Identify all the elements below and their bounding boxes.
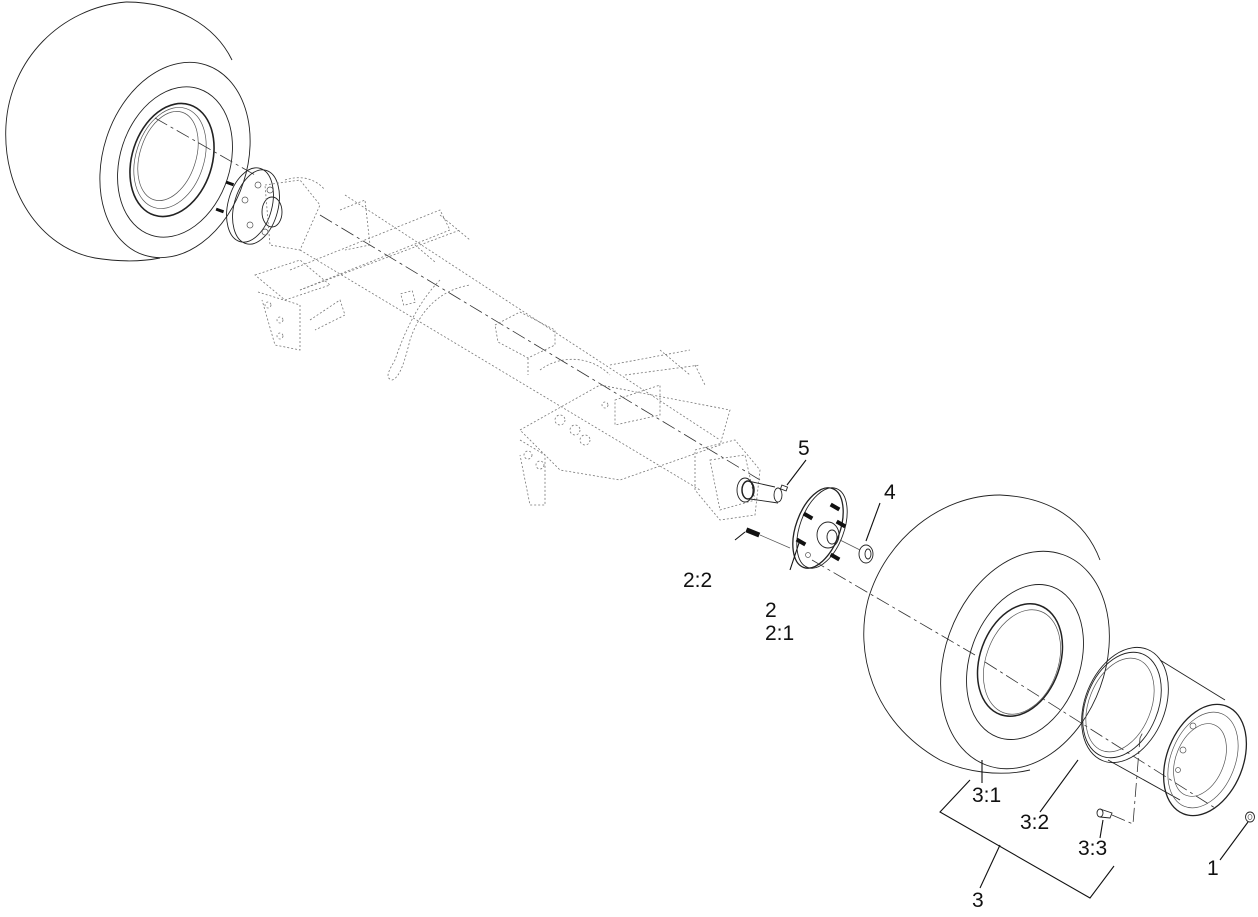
callout-1: 1 bbox=[1207, 857, 1219, 880]
callout-3-3: 3:3 bbox=[1078, 837, 1108, 860]
left-tire bbox=[5, 1, 251, 262]
wheel-stud-part bbox=[745, 527, 791, 549]
rim-axis-line bbox=[984, 661, 1216, 809]
right-hub bbox=[792, 487, 848, 569]
callout-2-1: 2:1 bbox=[765, 622, 795, 645]
right-axle-shaft bbox=[736, 477, 783, 504]
callout-4: 4 bbox=[884, 481, 896, 504]
callout-3-2: 3:2 bbox=[1020, 811, 1050, 834]
left-axis-line bbox=[154, 117, 256, 176]
hub-nut-part bbox=[839, 539, 874, 564]
callout-3: 3 bbox=[972, 889, 984, 912]
valve-stem-part bbox=[1096, 731, 1144, 825]
lug-nut-part bbox=[1245, 811, 1255, 823]
key-part bbox=[779, 484, 789, 492]
callout-2-2: 2:2 bbox=[683, 569, 713, 592]
left-hub-flange bbox=[215, 167, 283, 245]
axle-frame bbox=[254, 177, 761, 521]
callout-2: 2 bbox=[765, 599, 777, 622]
right-axis-line bbox=[811, 559, 976, 656]
callout-3-1: 3:1 bbox=[972, 784, 1002, 807]
leader-lines bbox=[734, 459, 1249, 899]
callout-5: 5 bbox=[798, 437, 810, 460]
right-tire bbox=[863, 494, 1110, 774]
wheel-rim bbox=[1081, 646, 1248, 817]
